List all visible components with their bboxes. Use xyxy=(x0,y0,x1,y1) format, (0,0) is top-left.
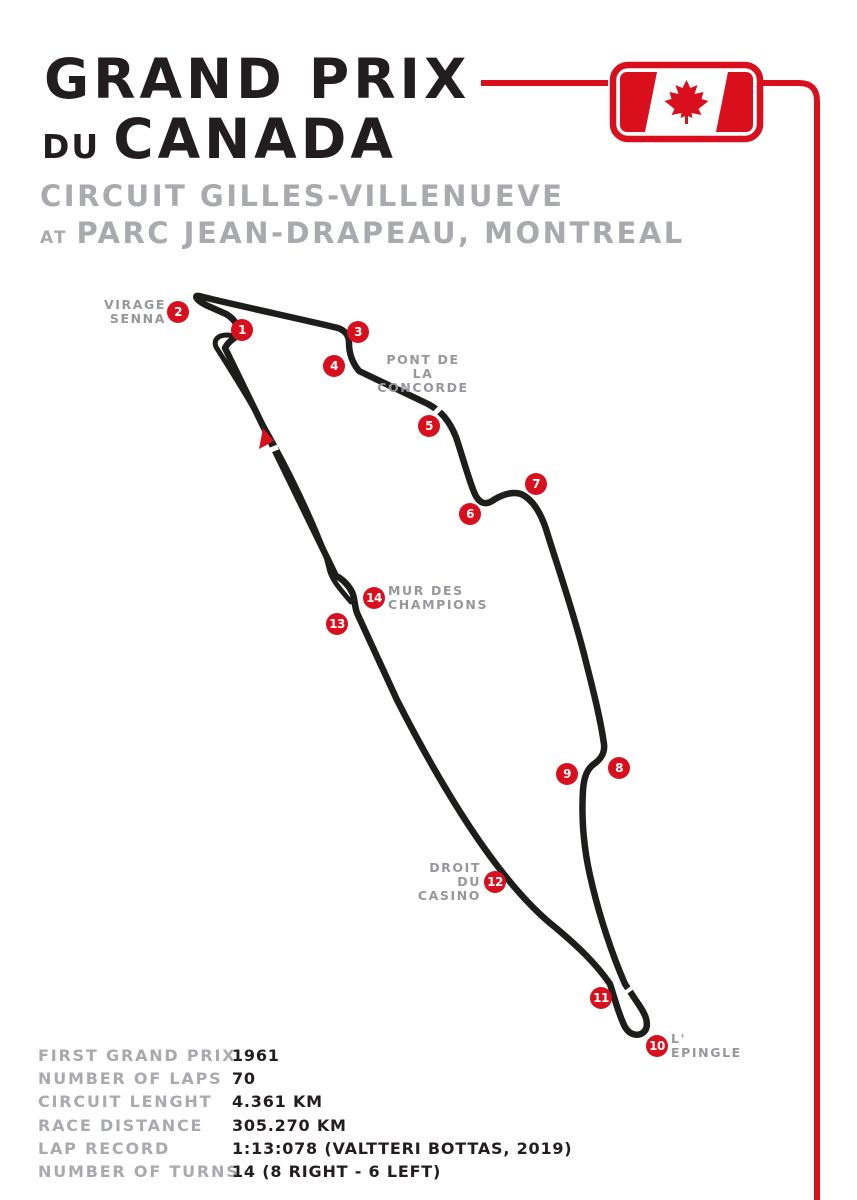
start-finish-arrow xyxy=(259,428,274,449)
red-frame-line xyxy=(481,80,820,1200)
track-label-virage-senna: VIRAGE SENNA xyxy=(103,297,166,326)
track-label-l-epingle: L' EPINGLE xyxy=(671,1031,742,1060)
stats-value: 1961 xyxy=(232,1046,280,1066)
stats-label: LAP RECORD xyxy=(38,1138,171,1158)
stats-value: 14 (8 RIGHT - 6 LEFT) xyxy=(232,1162,442,1182)
corner-marker-11: 11 xyxy=(590,987,612,1009)
corner-marker-2: 2 xyxy=(167,301,189,323)
corner-marker-9: 9 xyxy=(556,763,578,785)
corner-marker-10: 10 xyxy=(646,1035,668,1057)
stats-label: NUMBER OF TURNS xyxy=(38,1162,240,1182)
track-gap-marks xyxy=(250,403,635,998)
stats-value: 1:13:078 (VALTTERI BOTTAS, 2019) xyxy=(232,1138,573,1158)
stats-value: 305.270 KM xyxy=(232,1115,347,1135)
corner-marker-14: 14 xyxy=(363,587,385,609)
corner-marker-6: 6 xyxy=(459,503,481,525)
circuit-name: CIRCUIT GILLES-VILLENUEVE xyxy=(40,179,565,213)
corner-marker-13: 13 xyxy=(326,613,348,635)
stats-row-1: NUMBER OF LAPS 70 xyxy=(38,1067,678,1090)
stats-label: RACE DISTANCE xyxy=(38,1115,204,1135)
track-label-mur-des-champions: MUR DES CHAMPIONS xyxy=(388,583,489,612)
title-du: DU xyxy=(42,127,101,166)
stats-value: 70 xyxy=(232,1069,256,1089)
flag-right-band xyxy=(716,72,753,132)
poster-title-line2: DU CANADA xyxy=(42,112,397,167)
corner-marker-4: 4 xyxy=(323,355,345,377)
circuit-location: AT PARC JEAN-DRAPEAU, MONTREAL xyxy=(40,219,685,248)
corner-marker-1: 1 xyxy=(231,319,253,341)
stats-row-2: CIRCUIT LENGHT 4.361 KM xyxy=(38,1090,678,1113)
location-at: AT xyxy=(40,228,68,248)
corner-marker-5: 5 xyxy=(418,415,440,437)
stats-label: CIRCUIT LENGHT xyxy=(38,1092,213,1112)
flag-left-band xyxy=(620,72,657,132)
track-label-droit-du-casino: DROIT DU CASINO xyxy=(417,860,482,903)
corner-marker-7: 7 xyxy=(525,473,547,495)
title-canada: CANADA xyxy=(113,107,397,171)
corner-marker-12: 12 xyxy=(484,871,506,893)
stats-label: NUMBER OF LAPS xyxy=(38,1069,223,1089)
poster-title-line1: GRAND PRIX xyxy=(44,47,471,111)
stats-value: 4.361 KM xyxy=(232,1092,323,1112)
maple-leaf-icon xyxy=(664,80,709,124)
corner-marker-8: 8 xyxy=(608,757,630,779)
circuit-outline xyxy=(193,292,651,1038)
stats-row-3: RACE DISTANCE 305.270 KM xyxy=(38,1114,678,1137)
stats-row-4: LAP RECORD 1:13:078 (VALTTERI BOTTAS, 201… xyxy=(38,1137,678,1160)
corner-marker-3: 3 xyxy=(347,321,369,343)
track-label-pont-de-la-concorde: PONT DE LA CONCORDE xyxy=(377,352,469,395)
canada-flag xyxy=(609,61,764,143)
stats-label: FIRST GRAND PRIX xyxy=(38,1046,237,1066)
location-name: PARC JEAN-DRAPEAU, MONTREAL xyxy=(76,216,685,250)
